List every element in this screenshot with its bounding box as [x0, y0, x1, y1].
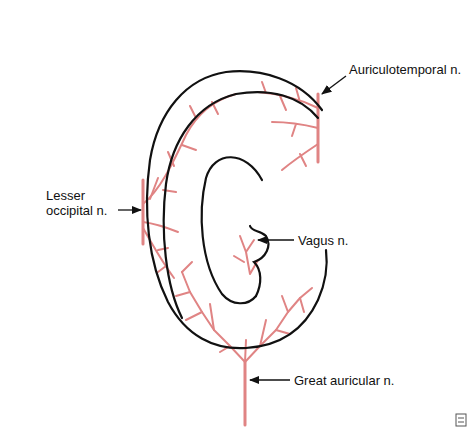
leader-arrow — [250, 379, 290, 380]
tragus-outline — [250, 226, 268, 296]
leader-arrow — [322, 76, 346, 94]
icon-mark — [458, 418, 464, 422]
antihelix-outline — [164, 92, 318, 318]
leader-arrow — [258, 239, 294, 240]
vagus-branch — [234, 236, 258, 274]
nerve-branches — [143, 82, 318, 425]
nerve-label: Auriculotemporal n. — [349, 62, 473, 77]
nerve-twig — [150, 102, 218, 199]
corner-icon — [456, 414, 466, 426]
ear-outline — [147, 71, 327, 348]
nerve-branch — [143, 94, 236, 204]
leader-lines — [118, 76, 346, 380]
helix-outline — [147, 71, 327, 348]
nerve-label: Lesser occipital n. — [46, 188, 116, 218]
nerve-label: Vagus n. — [298, 233, 388, 248]
nerve-label: Great auricular n. — [294, 373, 434, 388]
nerve-branch — [272, 122, 318, 170]
lesser-occipital-trunk — [142, 180, 145, 244]
great-auricular-trunk — [244, 362, 247, 425]
icon-frame — [456, 414, 466, 426]
nerve-twig — [176, 262, 304, 362]
leader-arrow — [118, 209, 141, 210]
